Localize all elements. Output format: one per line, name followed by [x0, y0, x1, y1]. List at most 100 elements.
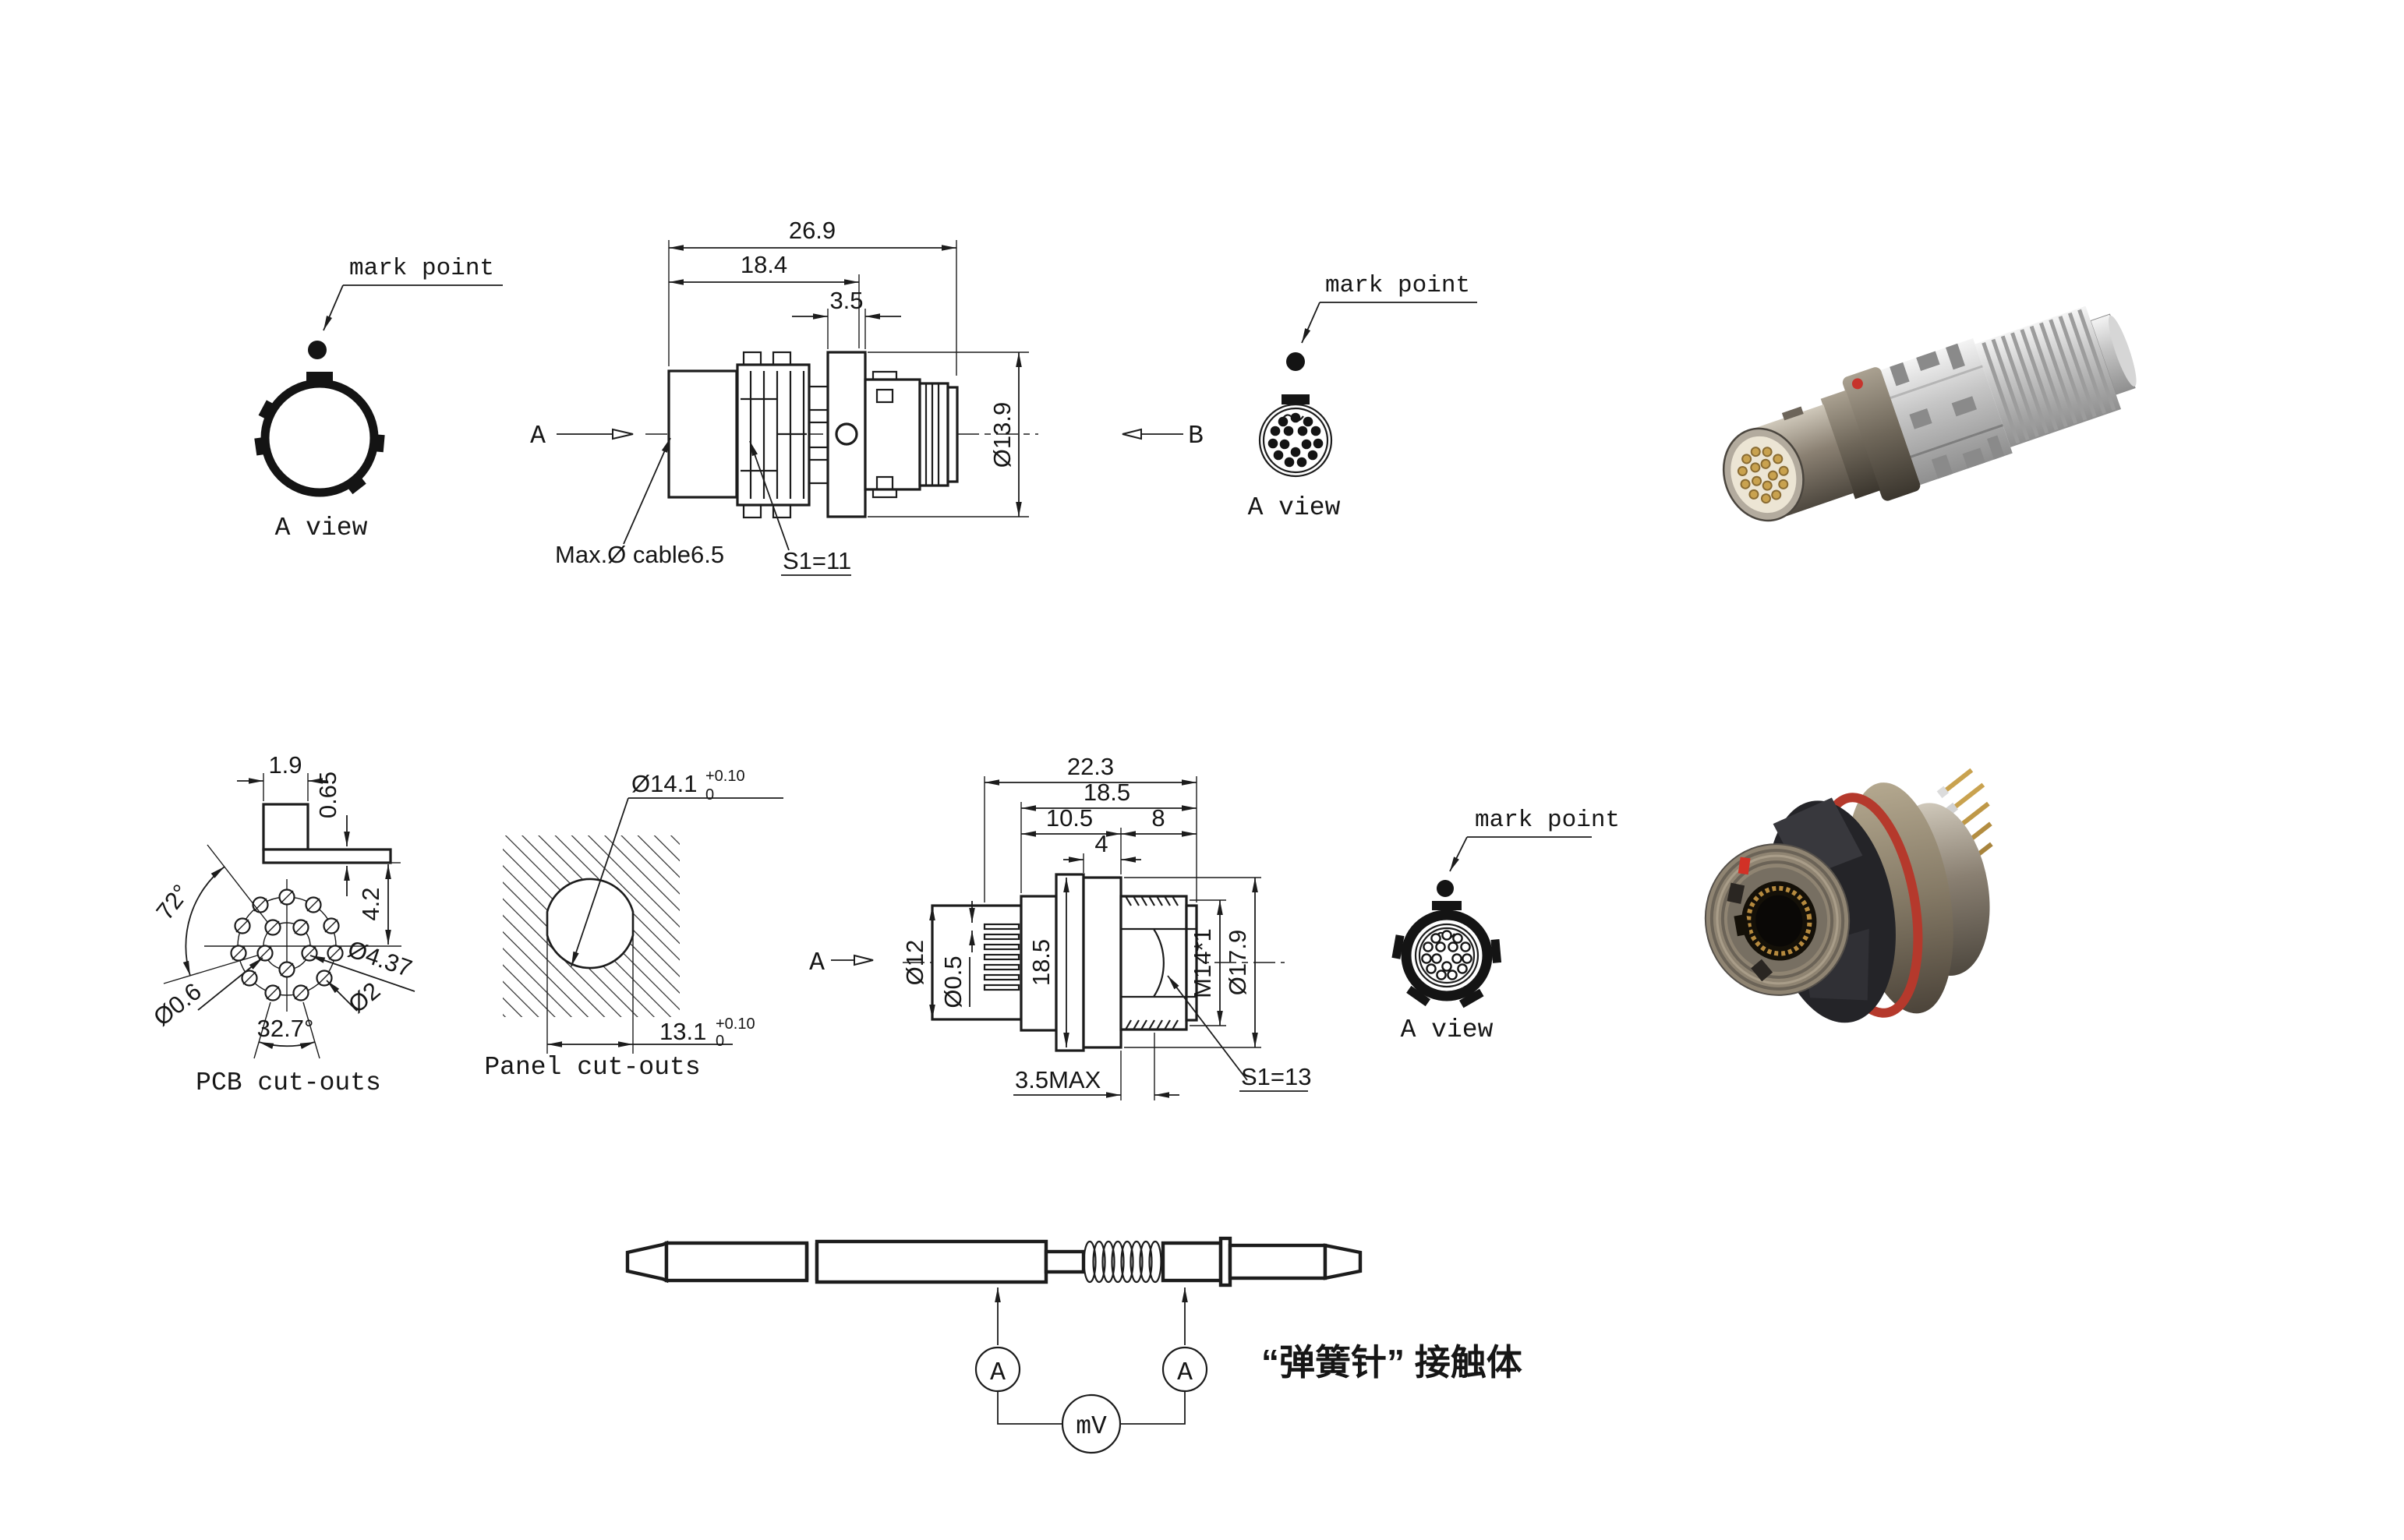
keyway-notch [1734, 913, 1750, 937]
svg-text:3.5: 3.5 [829, 287, 863, 314]
dim-panel-max: 3.5MAX [1013, 1033, 1179, 1100]
dim-l2: 18.5 [1020, 779, 1197, 893]
svg-text:Ø13.9: Ø13.9 [988, 402, 1016, 468]
svg-text:4.2: 4.2 [357, 887, 384, 920]
dim-thread: M14*1 [1189, 899, 1226, 1026]
dim-pin-dia: Ø0.5 [939, 901, 975, 1008]
svg-text:10.5: 10.5 [1046, 804, 1093, 832]
spring-pin-caption: “弹簧针” 接触体 [1261, 1342, 1522, 1383]
dim-body-height: 18.5 [1027, 878, 1069, 1047]
mark-point-dot [1437, 880, 1454, 897]
svg-text:S1=13: S1=13 [1241, 1063, 1312, 1090]
keying-tab [1282, 394, 1310, 404]
dim-angle-outer: 32.7° [253, 1001, 320, 1059]
view-arrow-b: B [1122, 422, 1204, 450]
mark-point-dot [308, 341, 327, 359]
voltmeter-label: mV [1076, 1412, 1107, 1441]
dim-tab-offset: 4.2 [357, 862, 401, 945]
flange-hole [835, 422, 858, 446]
dim-tab-width: 1.9 [237, 751, 327, 801]
svg-text:26.9: 26.9 [789, 217, 836, 244]
svg-text:A: A [530, 422, 546, 450]
receptacle-product-photo [1704, 768, 1993, 1023]
dim-overall: 26.9 [668, 217, 957, 376]
svg-text:A: A [809, 948, 825, 977]
mark-point-label: mark point [1475, 807, 1620, 834]
keying-tabs [1391, 901, 1502, 1008]
plug-product-photo [1722, 306, 2137, 522]
pin-ring-outer [1267, 412, 1324, 468]
plug-rear-view: mark point A view [254, 255, 503, 542]
svg-text:+0.10: +0.10 [716, 1015, 755, 1033]
front-lip [1185, 904, 1198, 1022]
plug-front-pin-view: mark point A view [1248, 272, 1477, 522]
svg-text:Max.Ø cable6.5: Max.Ø cable6.5 [555, 541, 724, 568]
svg-text:0: 0 [716, 1033, 724, 1050]
thread-section [1974, 306, 2122, 447]
body-step [1020, 895, 1058, 1032]
circuit-wire-right [1120, 1391, 1186, 1425]
solder-pin-comb [983, 923, 1020, 991]
coupling-ring [1401, 910, 1493, 1001]
panel-cutout-shape [546, 878, 635, 970]
mark-point-label: mark point [349, 255, 494, 282]
svg-text:13.1: 13.1 [659, 1018, 706, 1045]
clamp-ring [1880, 337, 2013, 486]
receptacle-front-pin-view: mark point A view [1391, 807, 1620, 1044]
mark-point-red-dot [1738, 857, 1751, 875]
pin-ring-inner [1279, 426, 1312, 457]
svg-text:M14*1: M14*1 [1189, 928, 1216, 998]
svg-text:18.4: 18.4 [741, 251, 787, 278]
keying-rib [1781, 406, 1804, 421]
front-face [1722, 427, 1805, 522]
svg-text:S1=11: S1=11 [783, 547, 851, 574]
socket-ring-inner [1431, 941, 1462, 972]
cable-boot [667, 369, 738, 499]
front-threaded-ring [1704, 843, 1851, 996]
dim-rear-dia: Ø12 [901, 906, 935, 1019]
svg-text:+0.10: +0.10 [705, 768, 745, 785]
circuit-wire-left [997, 1391, 1062, 1425]
mark-point-label: mark point [1325, 272, 1470, 299]
svg-text:3.5MAX: 3.5MAX [1015, 1066, 1101, 1093]
spring-coil [1083, 1240, 1162, 1284]
ammeter-right-label: A [1177, 1358, 1193, 1387]
tab-outline [262, 803, 309, 851]
svg-text:8: 8 [1151, 804, 1165, 832]
dim-tab-thickness: 0.65 [314, 772, 350, 896]
view-caption: A view [1401, 1015, 1494, 1044]
dim-l3-l4: 10.5 8 [1021, 804, 1197, 874]
body-square [1055, 873, 1085, 1052]
front-barrel [864, 370, 959, 499]
flange-disc [1842, 367, 1921, 501]
plug-side-view-drawing: 26.9 18.4 3.5 Ø13.9 A [530, 217, 1204, 576]
flange-disc [1082, 876, 1122, 1049]
mark-point-red-dot [1851, 378, 1863, 390]
keying-tabs [254, 372, 385, 495]
svg-text:Ø17.9: Ø17.9 [1224, 930, 1251, 995]
spring-pin-test-circuit: A A mV “弹簧针” 接触体 [625, 1236, 1522, 1454]
dim-body-length: 18.4 [669, 251, 860, 348]
pogo-pin-profile [625, 1236, 1363, 1287]
svg-text:Ø14.1: Ø14.1 [631, 770, 697, 797]
bayonet-slot [1727, 882, 1745, 904]
panel-cutouts-drawing: Ø14.1 +0.10 0 13.1 +0.10 0 Panel cut-out… [484, 768, 783, 1082]
view-arrow-a: A [530, 422, 634, 450]
crimp-section [736, 351, 829, 519]
cable-note: Max.Ø cable6.5 [555, 437, 724, 568]
svg-text:0.65: 0.65 [314, 772, 341, 818]
receptacle-side-view-drawing: 22.3 18.5 10.5 8 4 Ø12 Ø0.5 [809, 753, 1312, 1100]
dim-overall: 22.3 [984, 753, 1197, 902]
svg-text:B: B [1188, 422, 1204, 450]
dim-flange-width: 3.5 [792, 287, 901, 349]
view-arrow-a: A [809, 948, 874, 977]
svg-text:0: 0 [705, 786, 714, 804]
svg-text:22.3: 22.3 [1067, 753, 1114, 780]
tab-strip [262, 848, 392, 864]
dim-l5: 4 [1063, 830, 1141, 873]
socket-ring-outer [1421, 930, 1472, 980]
dim-cutout-dia: Ø14.1 +0.10 0 [571, 768, 783, 967]
dim-cutout-width: 13.1 +0.10 0 [547, 1015, 755, 1050]
coupling-ring [260, 379, 379, 497]
